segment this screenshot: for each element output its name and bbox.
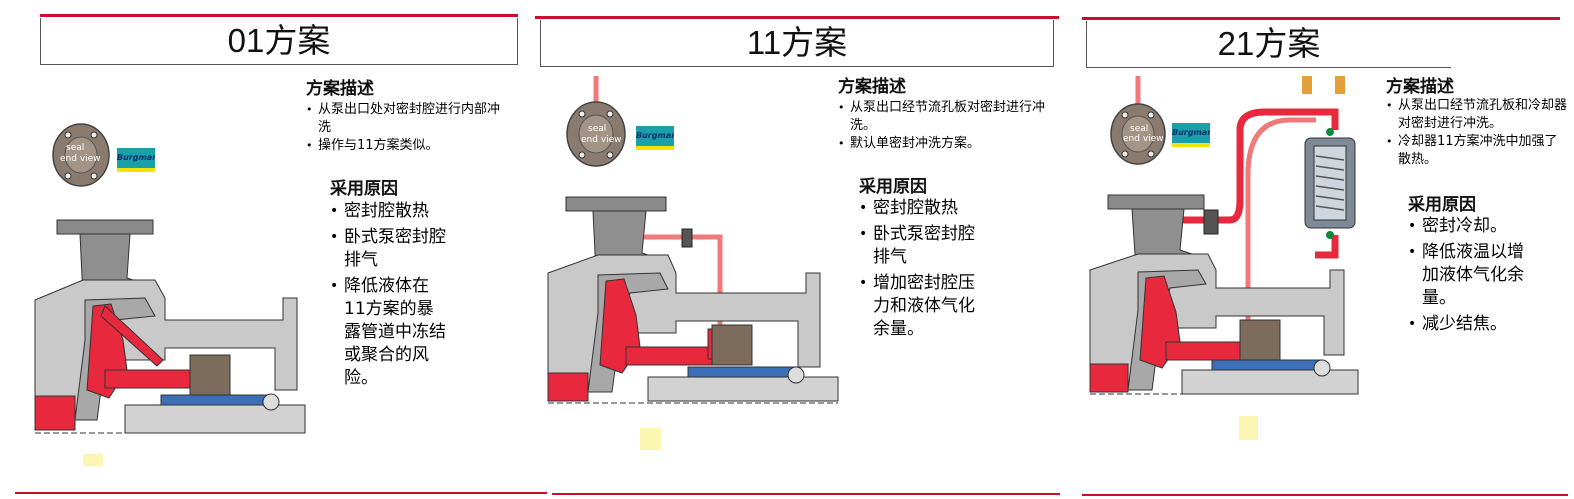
- description-item: 操作与11方案类似。: [306, 137, 506, 155]
- burgmann-logo: Burgmann: [117, 148, 155, 172]
- description-list: 从泵出口经节流孔板和冷却器对密封进行冲洗。 冷却器11方案冲洗中加强了散热。: [1386, 97, 1568, 169]
- highlight-marker: [1239, 416, 1258, 440]
- pump-seal-diagram: [34, 219, 306, 434]
- seal-label-line2: end view: [60, 154, 101, 164]
- description-heading: 方案描述: [306, 79, 374, 99]
- pump-seal-diagram: [547, 196, 839, 404]
- reasons-heading: 采用原因: [1408, 195, 1476, 215]
- seal-label-line2: end view: [1123, 134, 1164, 144]
- reasons-heading: 采用原因: [859, 177, 927, 197]
- description-item: 从泵出口经节流孔板对密封进行冲洗。: [838, 99, 1048, 135]
- panel-title: 21方案: [1086, 21, 1451, 68]
- description-heading: 方案描述: [1386, 77, 1454, 97]
- seal-end-view-icon: [52, 123, 110, 187]
- bottom-rule: [552, 493, 1060, 495]
- burgmann-logo: Burgmann: [636, 126, 674, 150]
- bottom-rule: [15, 492, 547, 494]
- description-list: 从泵出口处对密封腔进行内部冲洗 操作与11方案类似。: [306, 101, 506, 155]
- seal-end-view-icon: [566, 76, 626, 167]
- pump-cooler-diagram: [1089, 76, 1360, 395]
- reason-item: 增加密封腔压力和液体气化余量。: [859, 272, 979, 341]
- panel-plan-01: 01方案 seal end view Burgmann 方案描述 从泵出口处对密…: [0, 0, 547, 499]
- reasons-heading: 采用原因: [330, 179, 398, 199]
- description-item: 从泵出口经节流孔板和冷却器对密封进行冲洗。: [1386, 97, 1568, 133]
- reason-item: 降低液温以增加液体气化余量。: [1408, 241, 1526, 310]
- description-item: 冷却器11方案冲洗中加强了散热。: [1386, 133, 1568, 169]
- reason-item: 密封腔散热: [330, 200, 448, 223]
- reason-item: 减少结焦。: [1408, 313, 1526, 336]
- bottom-rule: [1082, 494, 1568, 496]
- highlight-marker: [640, 428, 661, 450]
- reason-item: 卧式泵密封腔排气: [859, 223, 979, 269]
- seal-label-line1: seal: [588, 124, 607, 134]
- seal-label-line2: end view: [581, 135, 622, 145]
- panel-plan-21: 21方案 seal end view Burgmann 方案描述 从泵出口经节流: [1080, 0, 1574, 499]
- reason-item: 密封冷却。: [1408, 215, 1526, 238]
- seal-label-line1: seal: [66, 143, 85, 153]
- seal-end-view-icon: [1110, 76, 1166, 165]
- reason-item: 卧式泵密封腔排气: [330, 226, 448, 272]
- panel-title: 11方案: [540, 20, 1054, 67]
- title-rule: [1082, 17, 1560, 20]
- panel-title: 01方案: [40, 18, 518, 65]
- reasons-list: 密封冷却。 降低液温以增加液体气化余量。 减少结焦。: [1408, 215, 1526, 339]
- description-item: 从泵出口处对密封腔进行内部冲洗: [306, 101, 506, 137]
- description-list: 从泵出口经节流孔板对密封进行冲洗。 默认单密封冲洗方案。: [838, 99, 1048, 153]
- reason-item: 降低液体在11方案的暴露管道中冻结或聚合的风险。: [330, 275, 448, 390]
- panel-plan-11: 11方案 seal end view Burgmann 方案描述 从泵出口经节流…: [530, 0, 1065, 499]
- seal-label-line1: seal: [1130, 124, 1149, 134]
- title-rule: [40, 14, 518, 17]
- reasons-list: 密封腔散热 卧式泵密封腔排气 降低液体在11方案的暴露管道中冻结或聚合的风险。: [330, 200, 448, 393]
- title-rule: [535, 16, 1059, 19]
- burgmann-logo: Burgmann: [1172, 123, 1210, 147]
- description-item: 默认单密封冲洗方案。: [838, 135, 1048, 153]
- reasons-list: 密封腔散热 卧式泵密封腔排气 增加密封腔压力和液体气化余量。: [859, 197, 979, 344]
- description-heading: 方案描述: [838, 77, 906, 97]
- highlight-marker: [83, 454, 103, 466]
- reason-item: 密封腔散热: [859, 197, 979, 220]
